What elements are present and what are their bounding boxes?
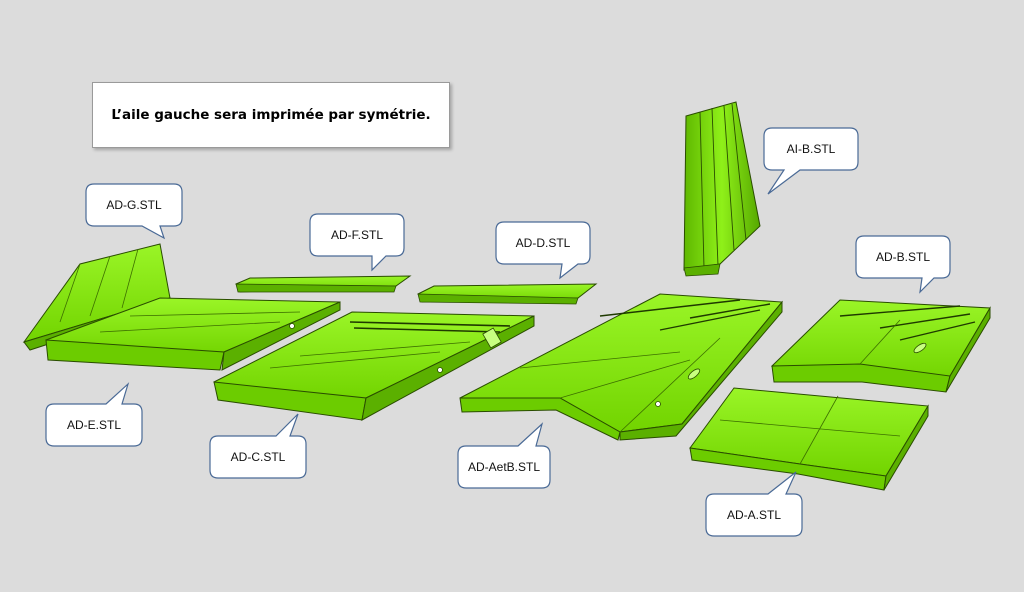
callout-ad-c: AD-C.STL bbox=[209, 413, 307, 479]
part-ad-b bbox=[770, 299, 991, 393]
callout-label-ad-b: AD-B.STL bbox=[876, 250, 930, 264]
part-ad-c bbox=[213, 311, 535, 421]
callout-ad-g: AD-G.STL bbox=[85, 183, 183, 240]
callout-ad-d: AD-D.STL bbox=[495, 221, 591, 280]
callout-label-ad-d: AD-D.STL bbox=[516, 236, 571, 250]
callout-label-ai-b: AI-B.STL bbox=[787, 142, 836, 156]
callout-ad-a: AD-A.STL bbox=[705, 471, 803, 537]
callout-label-ad-aetb: AD-AetB.STL bbox=[468, 460, 540, 474]
part-ad-f bbox=[235, 275, 412, 293]
callout-label-ad-e: AD-E.STL bbox=[67, 418, 121, 432]
callout-ad-e: AD-E.STL bbox=[45, 382, 143, 447]
callout-ad-aetb: AD-AetB.STL bbox=[457, 422, 551, 489]
part-ad-d bbox=[417, 283, 598, 305]
callout-ad-b: AD-B.STL bbox=[855, 235, 951, 294]
callout-label-ad-a: AD-A.STL bbox=[727, 508, 781, 522]
callout-label-ad-c: AD-C.STL bbox=[231, 450, 286, 464]
part-ad-a bbox=[689, 387, 929, 491]
callout-ai-b: AI-B.STL bbox=[763, 127, 859, 195]
part-ad-e bbox=[45, 297, 341, 371]
part-ai-b bbox=[683, 101, 761, 277]
part-ad-aetb bbox=[459, 293, 784, 441]
symmetry-note: L’aile gauche sera imprimée par symétrie… bbox=[92, 82, 450, 148]
callout-ad-f: AD-F.STL bbox=[309, 213, 405, 272]
callout-label-ad-f: AD-F.STL bbox=[331, 228, 383, 242]
callout-label-ad-g: AD-G.STL bbox=[106, 198, 162, 212]
